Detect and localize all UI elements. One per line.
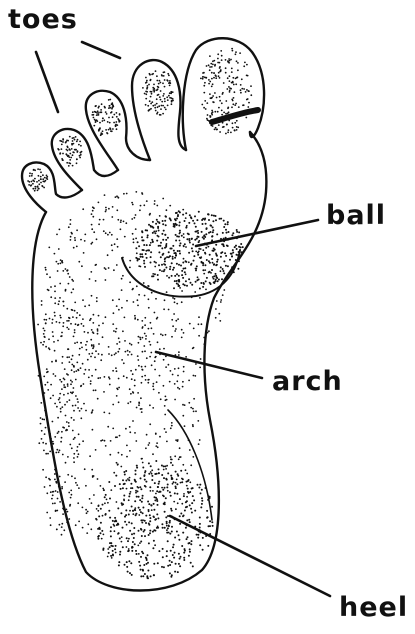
heel-contour [168,410,212,520]
ball-label: ball [326,202,386,229]
toenail-shadow [212,110,258,122]
heel-pointer-line [170,516,330,596]
little-toe-outline [22,163,82,213]
second-toe-outline [132,60,186,160]
heel-label: heel [339,594,408,621]
toes-label: toes [8,6,78,33]
ball-pointer-line [196,220,318,246]
arch-label: arch [272,368,343,395]
toes-pointer-line-left [36,52,58,112]
toes-pointer-line-right [82,42,120,58]
